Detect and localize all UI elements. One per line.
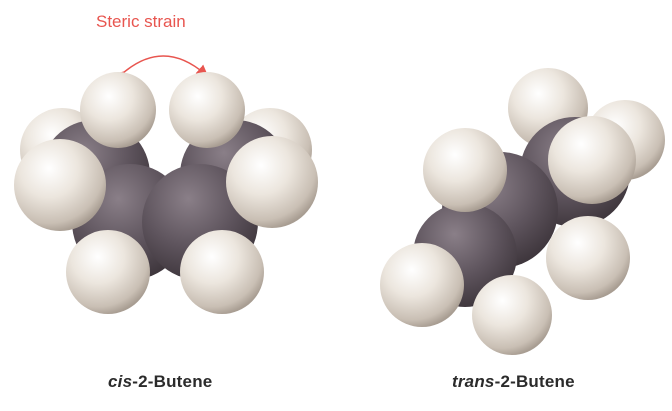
caption-prefix: cis [108,372,132,391]
hydrogen-atom [66,230,150,314]
hydrogen-atom [546,216,630,300]
hydrogen-atom [14,139,106,231]
trans-2-butene-model [380,68,665,355]
caption-prefix: trans [452,372,495,391]
hydrogen-atom [180,230,264,314]
hydrogen-atom [472,275,552,355]
hydrogen-atom [548,116,636,204]
hydrogen-atom [226,136,318,228]
caption-trans-2-butene: trans-2-Butene [452,372,575,392]
hydrogen-atom [423,128,507,212]
caption-suffix: -2-Butene [132,372,212,391]
hydrogen-atom [169,72,245,148]
steric-strain-label: Steric strain [96,12,186,32]
hydrogen-atom [80,72,156,148]
steric-strain-arrow [122,56,205,74]
cis-2-butene-model [14,72,318,314]
hydrogen-atom [380,243,464,327]
caption-cis-2-butene: cis-2-Butene [108,372,212,392]
caption-suffix: -2-Butene [495,372,575,391]
